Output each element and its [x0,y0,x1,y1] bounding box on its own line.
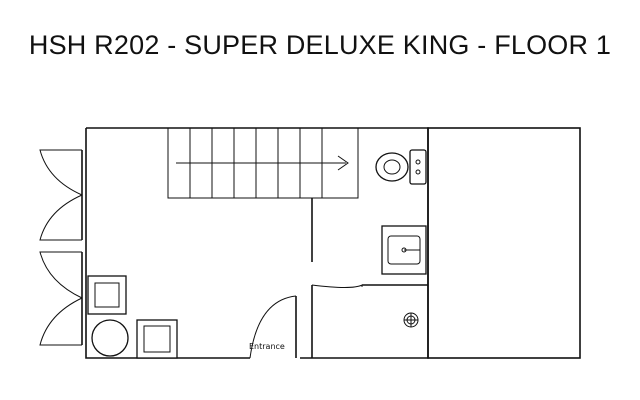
round-table [91,319,129,357]
armchair-seat [143,325,171,353]
left-windows [39,149,83,346]
toilet-bowl [375,152,409,182]
bathroom-door-swing [311,284,363,288]
window-leaf-4 [39,297,83,346]
sink-drain [401,247,407,253]
entrance-door-swing [249,295,297,359]
window-leaf-3 [39,251,83,299]
toilet-icon [375,149,427,185]
entrance-door[interactable]: Entrance [249,295,297,359]
toilet-seat [383,159,401,175]
entrance-label: Entrance [249,342,285,351]
armchair-icon [87,275,127,315]
stair-outline [167,127,359,199]
window-leaf-1 [39,149,83,196]
staircase-icon [167,127,359,199]
floor-drain-icon [403,312,419,328]
wall-outline-left-bottom [85,128,250,359]
stair-direction-arrow [337,155,349,171]
balcony-outline [427,127,581,359]
partitions [311,198,428,358]
armchair-frame [87,275,127,315]
toilet-button [415,159,421,165]
plan-title: HSH R202 - SUPER DELUXE KING - FLOOR 1 [28,30,612,60]
sink-icon [381,225,427,275]
armchair-icon [136,319,178,359]
round-table-icon [91,319,129,357]
toilet-tank [409,149,427,185]
window-leaf-2 [39,194,83,241]
armchair-seat [94,282,120,308]
toilet-button [415,169,421,175]
